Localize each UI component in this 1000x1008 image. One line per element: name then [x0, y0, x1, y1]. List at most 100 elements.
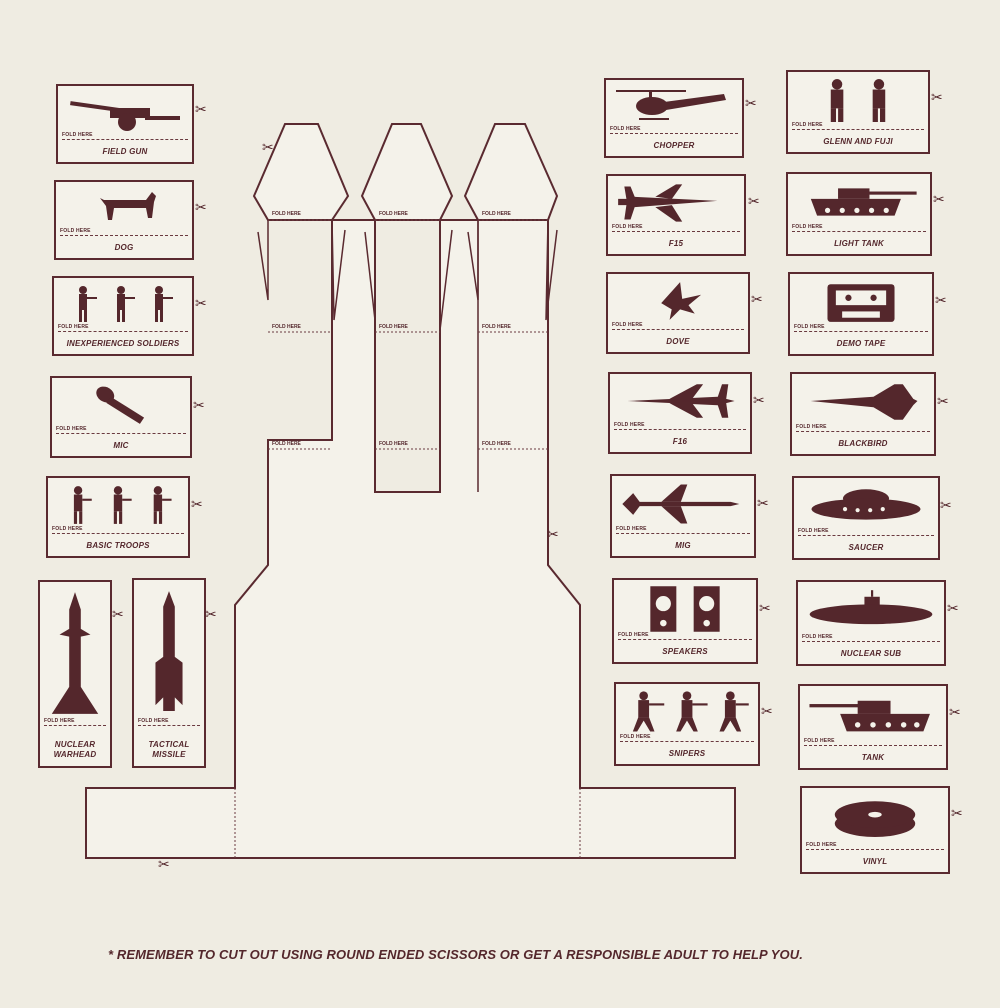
- card-f15[interactable]: FOLD HERE F15: [606, 174, 746, 256]
- troops-icon: [54, 484, 182, 526]
- fold-label: FOLD HERE: [482, 324, 511, 330]
- jet-icon: [616, 380, 744, 422]
- fold-label: FOLD HERE: [52, 526, 83, 532]
- fold-label: FOLD HERE: [796, 424, 827, 430]
- card-label: GLENN AND FUJI: [823, 137, 893, 146]
- card-inexperienced-soldiers[interactable]: FOLD HERE INEXPERIENCED SOLDIERS: [52, 276, 194, 356]
- fold-label: FOLD HERE: [482, 441, 511, 447]
- fold-label: FOLD HERE: [618, 632, 649, 638]
- scissors-icon: ✂: [753, 392, 765, 408]
- scissors-icon: ✂: [195, 295, 207, 311]
- ufo-icon: [800, 484, 932, 528]
- scissors-icon: ✂: [951, 805, 963, 821]
- snipers-icon: [622, 690, 752, 734]
- card-glenn-and-fuji[interactable]: FOLD HERE GLENN AND FUJI: [786, 70, 930, 154]
- fold-label: FOLD HERE: [272, 441, 301, 447]
- field-gun-icon: [64, 92, 186, 132]
- card-label: VINYL: [862, 857, 888, 866]
- fold-label: FOLD HERE: [806, 842, 837, 848]
- warhead-icon: [46, 588, 104, 718]
- scissors-icon: ✂: [937, 393, 949, 409]
- fold-label: FOLD HERE: [44, 718, 75, 724]
- fold-label: FOLD HERE: [620, 734, 651, 740]
- safety-notice: * REMEMBER TO CUT OUT USING ROUND ENDED …: [108, 947, 803, 962]
- card-vinyl[interactable]: FOLD HERE VINYL: [800, 786, 950, 874]
- card-demo-tape[interactable]: FOLD HERE DEMO TAPE: [788, 272, 934, 356]
- card-saucer[interactable]: FOLD HERE SAUCER: [792, 476, 940, 560]
- fold-label: FOLD HERE: [62, 132, 93, 138]
- submarine-icon: [804, 588, 938, 634]
- scissors-icon: ✂: [949, 704, 961, 720]
- scissors-icon: ✂: [547, 526, 559, 542]
- fold-label: FOLD HERE: [792, 224, 823, 230]
- card-mig[interactable]: FOLD HERE MIG: [610, 474, 756, 558]
- card-label: F16: [672, 437, 688, 446]
- fold-label: FOLD HERE: [612, 224, 643, 230]
- scissors-icon: ✂: [759, 600, 771, 616]
- fold-label: FOLD HERE: [614, 422, 645, 428]
- scissors-icon: ✂: [195, 199, 207, 215]
- fold-label: FOLD HERE: [56, 426, 87, 432]
- card-f16[interactable]: FOLD HERE F16: [608, 372, 752, 454]
- card-nuclear-warhead[interactable]: FOLD HERE NUCLEAR WARHEAD: [38, 580, 112, 768]
- fold-label: FOLD HERE: [58, 324, 89, 330]
- scissors-icon: ✂: [748, 193, 760, 209]
- card-label: MIG: [675, 541, 691, 550]
- fold-label: FOLD HERE: [802, 634, 833, 640]
- card-label: CHOPPER: [653, 141, 695, 150]
- fold-label: FOLD HERE: [482, 211, 511, 217]
- card-field-gun[interactable]: FOLD HERE FIELD GUN: [56, 84, 194, 164]
- tank-icon: [794, 180, 924, 224]
- card-blackbird[interactable]: FOLD HERE BLACKBIRD: [790, 372, 936, 456]
- card-mic[interactable]: FOLD HERE MIC: [50, 376, 192, 458]
- card-label: SAUCER: [848, 543, 884, 552]
- fold-label: FOLD HERE: [804, 738, 835, 744]
- card-basic-troops[interactable]: FOLD HERE BASIC TROOPS: [46, 476, 190, 558]
- fold-label: FOLD HERE: [616, 526, 647, 532]
- scissors-icon: ✂: [751, 291, 763, 307]
- card-chopper[interactable]: FOLD HERE CHOPPER: [604, 78, 744, 158]
- fold-label: FOLD HERE: [792, 122, 823, 128]
- helicopter-icon: [612, 86, 736, 126]
- card-label: F15: [668, 239, 684, 248]
- scissors-icon: ✂: [757, 495, 769, 511]
- jet-icon: [618, 482, 748, 526]
- soldiers-icon: [60, 284, 186, 324]
- jet-icon: [614, 182, 738, 224]
- card-speakers[interactable]: FOLD HERE SPEAKERS: [612, 578, 758, 664]
- card-dove[interactable]: FOLD HERE DOVE: [606, 272, 750, 354]
- scissors-icon: ✂: [931, 89, 943, 105]
- card-label: TACTICAL MISSILE: [148, 740, 190, 759]
- fold-label: FOLD HERE: [379, 211, 408, 217]
- card-light-tank[interactable]: FOLD HERE LIGHT TANK: [786, 172, 932, 256]
- scissors-icon: ✂: [745, 95, 757, 111]
- card-label: INEXPERIENCED SOLDIERS: [66, 339, 180, 348]
- card-snipers[interactable]: FOLD HERE SNIPERS: [614, 682, 760, 766]
- card-label: DEMO TAPE: [836, 339, 886, 348]
- scissors-icon: ✂: [191, 496, 203, 512]
- cassette-icon: [796, 280, 926, 324]
- dog-icon: [62, 188, 186, 228]
- card-label: SPEAKERS: [662, 647, 708, 656]
- two-figures-icon: [794, 78, 922, 122]
- vinyl-icon: [808, 794, 942, 842]
- scissors-icon: ✂: [761, 703, 773, 719]
- fold-label: FOLD HERE: [794, 324, 825, 330]
- fold-label: FOLD HERE: [612, 322, 643, 328]
- card-label: DOVE: [666, 337, 690, 346]
- scissors-icon: ✂: [262, 139, 274, 155]
- card-tactical-missile[interactable]: FOLD HERE TACTICAL MISSILE: [132, 578, 206, 768]
- card-nuclear-sub[interactable]: FOLD HERE NUCLEAR SUB: [796, 580, 946, 666]
- card-label: BLACKBIRD: [838, 439, 888, 448]
- scissors-icon: ✂: [158, 856, 170, 872]
- fold-label: FOLD HERE: [379, 324, 408, 330]
- scissors-icon: ✂: [195, 101, 207, 117]
- card-dog[interactable]: FOLD HERE DOG: [54, 180, 194, 260]
- card-label: NUCLEAR SUB: [840, 649, 902, 658]
- scissors-icon: ✂: [935, 292, 947, 308]
- fold-label: FOLD HERE: [272, 211, 301, 217]
- card-tank[interactable]: FOLD HERE TANK: [798, 684, 948, 770]
- fold-label: FOLD HERE: [379, 441, 408, 447]
- missile-icon: [140, 586, 198, 718]
